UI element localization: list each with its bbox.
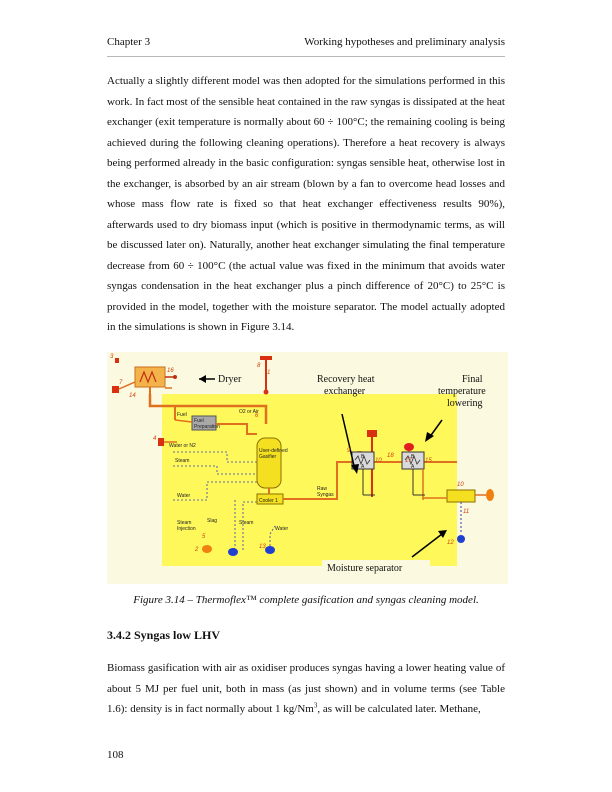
moisture-annotation-bg — [322, 560, 430, 574]
stream-num: 10 — [457, 482, 464, 488]
dryer-annotation: Dryer — [218, 374, 242, 385]
stream-num: 10 — [375, 458, 382, 464]
raw-syngas-label-1: Raw — [317, 486, 327, 492]
condensate-outlet — [457, 535, 465, 543]
body-paragraph-2: Biomass gasification with air as oxidise… — [107, 658, 505, 720]
stream-num: 8 — [257, 363, 261, 369]
stream-num: 7 — [119, 380, 123, 386]
final-annotation-2: temperature — [438, 386, 486, 397]
stream-num: 2 — [194, 547, 199, 553]
dryer-coil — [139, 370, 157, 384]
running-header: Chapter 3 Working hypotheses and prelimi… — [107, 36, 505, 48]
steam-injection-label-1: Steam — [177, 520, 191, 526]
steam-injection-label-2: Injection — [177, 526, 196, 532]
water2-label: Water — [275, 526, 288, 532]
header-rule — [107, 56, 505, 57]
syngas-pipe — [283, 461, 457, 500]
paragraph2-text: Biomass gasification with air as oxidise… — [107, 662, 505, 715]
paragraph2-text-end: , as will be calculated later. Methane, — [317, 703, 481, 715]
figure-caption: Figure 3.14 – Thermoflex™ complete gasif… — [133, 594, 479, 606]
stream-num: 4 — [153, 436, 157, 442]
stream-num: 3 — [110, 354, 114, 360]
gasifier-label-2: Gasifier — [259, 454, 277, 460]
hx2-label-b: B — [411, 454, 415, 460]
clean-syngas-outlet — [486, 489, 494, 501]
slag-outlet — [202, 545, 212, 553]
water-label: Water — [177, 493, 190, 499]
stream-num: 15 — [425, 458, 432, 464]
stream-num: 16 — [167, 368, 174, 374]
stream-num: 18 — [387, 453, 394, 459]
page-number: 108 — [107, 749, 124, 761]
header-chapter: Chapter 3 — [107, 36, 151, 48]
moisture-separator-block — [446, 489, 476, 503]
stream-num: 5 — [202, 534, 206, 540]
gasifier-label-1: User-defined — [259, 448, 288, 454]
water-n2-label: Water or N2 — [169, 443, 196, 449]
section-heading: 3.4.2 Syngas low LHV — [107, 628, 221, 642]
dryer-inlet — [112, 386, 119, 393]
stream-num: 9 — [347, 448, 351, 454]
fuel-prep-label-2: Preparation — [194, 424, 220, 430]
steam2-label: Steam — [239, 520, 253, 526]
coolant-inlet — [404, 443, 414, 451]
air-pipe — [148, 394, 268, 424]
stream-num: 12 — [447, 540, 454, 546]
stream-num: 11 — [463, 509, 469, 515]
hx1-label-a: A — [361, 464, 365, 470]
fuel-prep-label-1: Fuel — [194, 418, 204, 424]
hx1-label-b: B — [361, 454, 365, 460]
final-annotation-1: Final — [462, 374, 483, 385]
process-diagram: Dryer Fuel Preparation Fuel O2 or Air Wa… — [110, 354, 494, 574]
stream-num: 14 — [129, 393, 136, 399]
figure-3-14: Dryer Fuel Preparation Fuel O2 or Air Wa… — [107, 352, 508, 584]
body-paragraph-1: Actually a slightly different model was … — [107, 75, 505, 333]
stream-num: 6 — [255, 413, 259, 419]
steam-inlet — [228, 548, 238, 556]
cooler-label: Cooler 1 — [259, 498, 278, 504]
superscript-3: 3 — [313, 701, 318, 710]
steam-label: Steam — [175, 458, 189, 464]
stream-num: 13 — [259, 544, 266, 550]
fan-top — [260, 356, 272, 360]
final-annotation-3: lowering — [447, 398, 483, 409]
stream-num: 1 — [267, 370, 270, 376]
slag-label: Slag — [207, 518, 217, 524]
o2-air-label: O2 or Air — [239, 409, 259, 415]
gasifier-vessel — [256, 437, 282, 489]
fuel-label: Fuel — [177, 412, 187, 418]
recovery-annotation-2: exchanger — [324, 386, 366, 397]
raw-syngas-label-2: Syngas — [317, 492, 334, 498]
header-title: Working hypotheses and preliminary analy… — [304, 36, 505, 48]
recovery-arrow — [341, 413, 356, 471]
moisture-annotation: Moisture separator — [327, 563, 403, 574]
hx2-label-a: A — [411, 464, 415, 470]
moisture-arrow — [411, 533, 443, 558]
recovery-annotation-1: Recovery heat — [317, 374, 375, 385]
water-inlet — [265, 546, 275, 554]
stream-num: 17 — [405, 458, 412, 464]
